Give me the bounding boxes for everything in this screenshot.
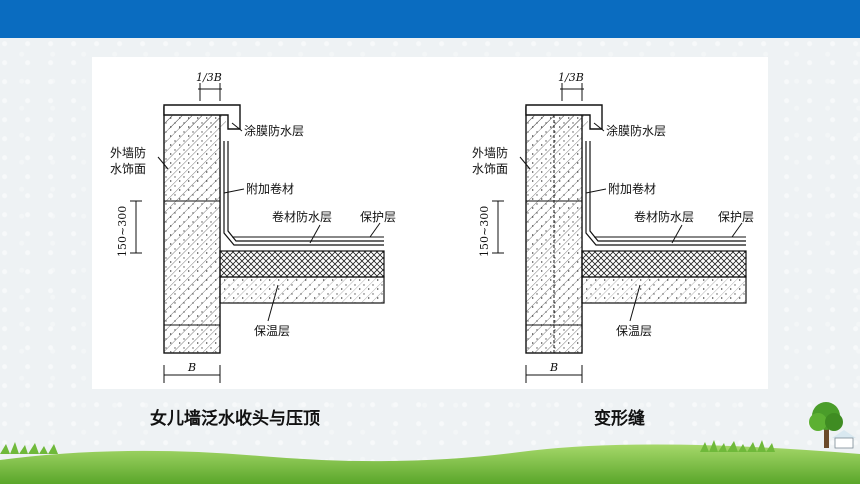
label-insulation: 保温层	[254, 324, 290, 338]
dim-height-label: 150~300	[116, 206, 129, 257]
label-extra-membrane: 附加卷材	[608, 181, 656, 196]
tree-house-icon	[809, 402, 856, 449]
diagram-svg: 1/3B 涂膜防水层 外墙防 水饰面 附加卷材 卷材防水层 保护层 150~30…	[110, 71, 754, 384]
label-membrane: 卷材防水层	[634, 209, 694, 224]
caption-right: 变形缝	[594, 409, 645, 429]
label-wall-finish-1: 外墙防	[110, 145, 146, 160]
grass-decoration	[0, 440, 860, 484]
label-wall-finish-1: 外墙防	[472, 145, 508, 160]
dim-bottom-label: B	[549, 361, 558, 374]
label-protection: 保护层	[360, 210, 396, 224]
dim-top-label: 1/3B	[196, 71, 222, 84]
label-coating: 涂膜防水层	[244, 123, 304, 138]
header-bar	[0, 0, 860, 38]
label-insulation: 保温层	[616, 324, 652, 338]
label-wall-finish-2: 水饰面	[110, 162, 146, 176]
label-wall-finish-2: 水饰面	[472, 162, 508, 176]
label-coating: 涂膜防水层	[606, 123, 666, 138]
caption-left: 女儿墙泛水收头与压顶	[150, 409, 320, 429]
dim-bottom-label: B	[187, 361, 196, 374]
right-detail-drawing: 1/3B 涂膜防水层 外墙防 水饰面 附加卷材 卷材防水层 保护层 150~30…	[472, 71, 754, 384]
label-extra-membrane: 附加卷材	[246, 181, 294, 196]
left-detail-drawing: 1/3B 涂膜防水层 外墙防 水饰面 附加卷材 卷材防水层 保护层 150~30…	[110, 71, 396, 384]
label-membrane: 卷材防水层	[272, 209, 332, 224]
dim-height-label: 150~300	[478, 206, 491, 257]
diagram-panel: 1/3B 涂膜防水层 外墙防 水饰面 附加卷材 卷材防水层 保护层 150~30…	[92, 57, 768, 389]
label-protection: 保护层	[718, 210, 754, 224]
dim-top-label: 1/3B	[558, 71, 584, 84]
